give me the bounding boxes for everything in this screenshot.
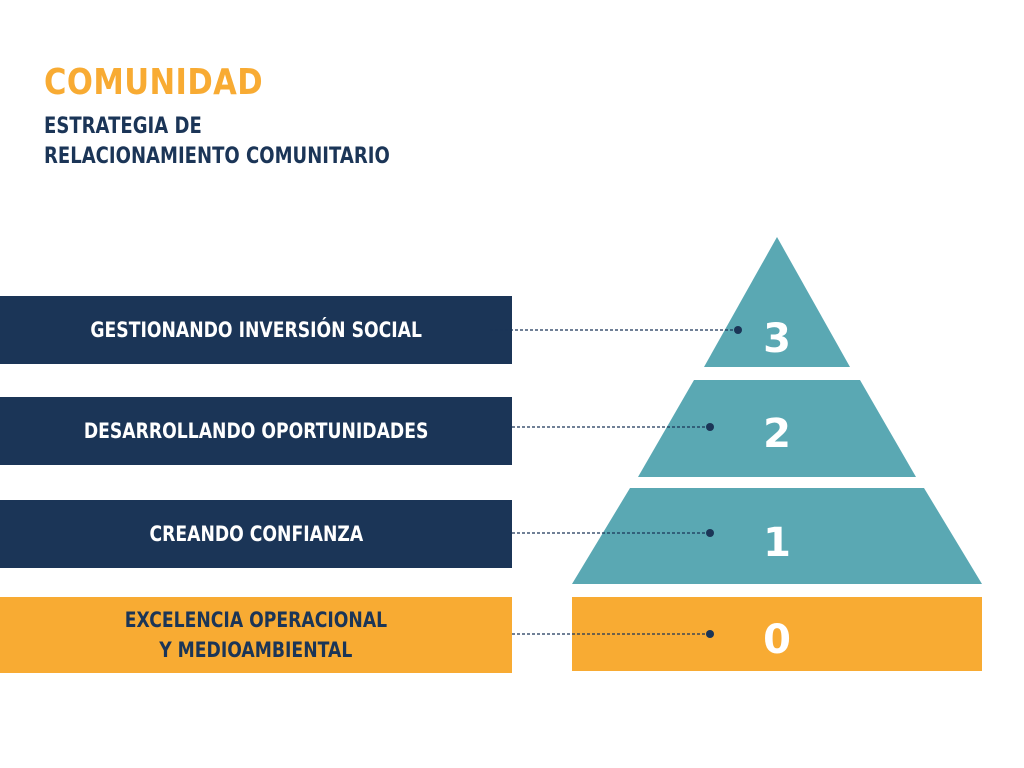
level-2-label: DESARROLLANDO OPORTUNIDADES — [83, 419, 429, 443]
level-1-bar: CREANDO CONFIANZA — [0, 500, 512, 568]
level-0-bar: EXCELENCIA OPERACIONAL Y MEDIOAMBIENTAL — [0, 597, 512, 673]
level-2-bar: DESARROLLANDO OPORTUNIDADES — [0, 397, 512, 465]
page-subtitle: ESTRATEGIA DE RELACIONAMIENTO COMUNITARI… — [44, 112, 390, 172]
subtitle-line-2: RELACIONAMIENTO COMUNITARIO — [44, 144, 390, 169]
level-3-number: 3 — [763, 316, 791, 362]
level-1-number: 1 — [763, 520, 791, 566]
level-3-label: GESTIONANDO INVERSIÓN SOCIAL — [90, 318, 422, 342]
level-0-label-line-1: EXCELENCIA OPERACIONAL — [124, 608, 388, 632]
pyramid-tier-1 — [572, 488, 982, 584]
pyramid-base-0 — [572, 597, 982, 671]
level-0-label-line-2: Y MEDIOAMBIENTAL — [159, 638, 353, 662]
subtitle-line-1: ESTRATEGIA DE — [44, 114, 202, 139]
page-title: COMUNIDAD — [44, 62, 264, 103]
level-0-number: 0 — [763, 617, 791, 663]
level-1-label: CREANDO CONFIANZA — [149, 522, 363, 546]
pyramid-tier-2 — [638, 380, 916, 477]
connector-3-dot — [734, 326, 742, 334]
level-3-bar: GESTIONANDO INVERSIÓN SOCIAL — [0, 296, 512, 364]
connector-0-dot — [706, 630, 714, 638]
connector-1-dot — [706, 529, 714, 537]
connector-2-dot — [706, 423, 714, 431]
level-2-number: 2 — [763, 411, 791, 457]
pyramid-tier-3 — [704, 237, 850, 367]
